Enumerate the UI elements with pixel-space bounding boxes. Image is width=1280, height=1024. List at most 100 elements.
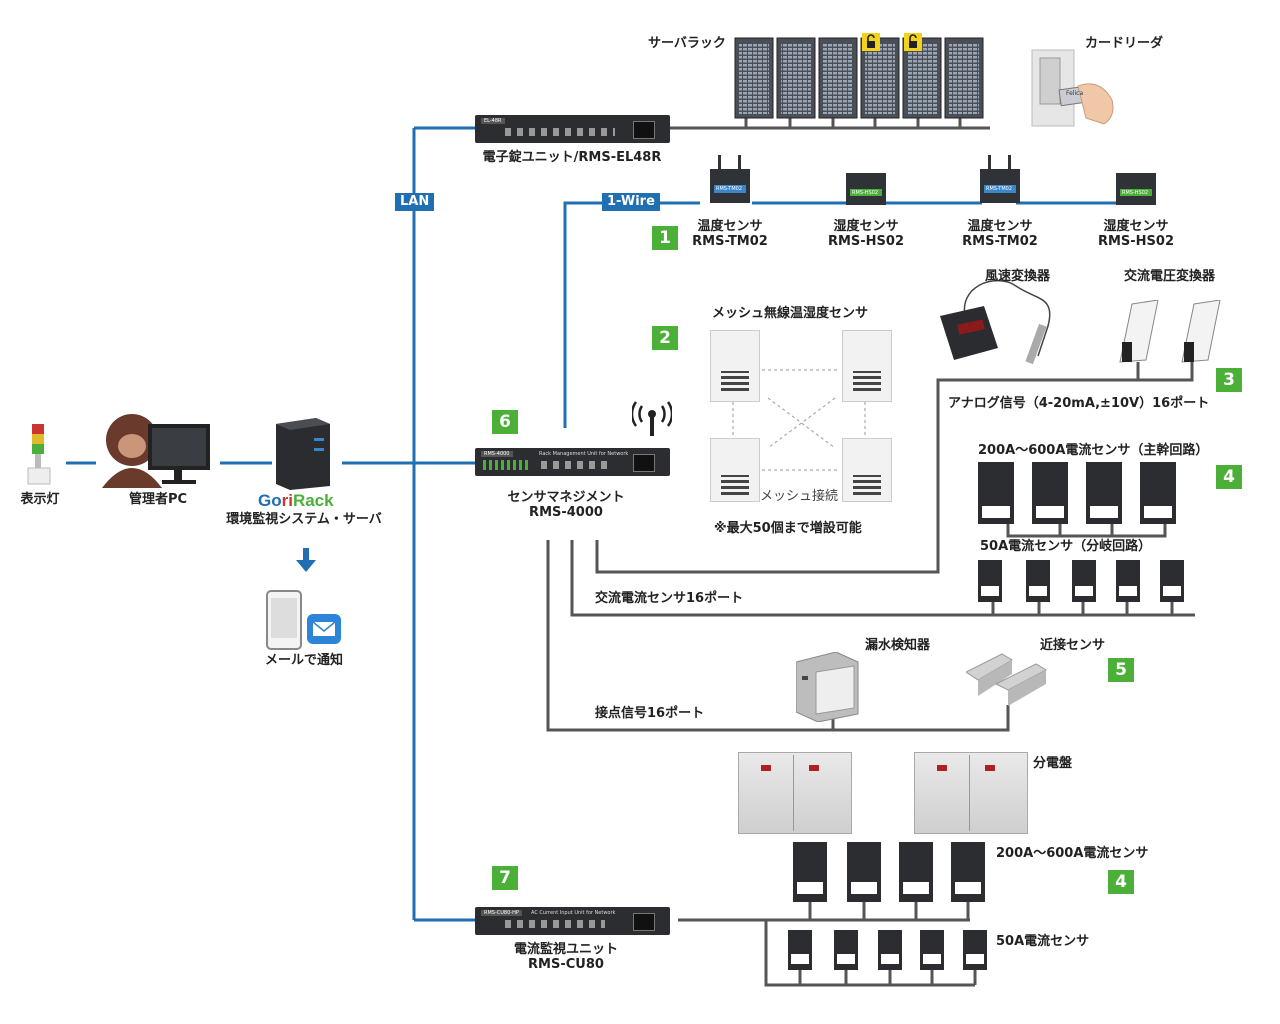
- wind-converter-label: 風速変換器: [985, 269, 1051, 284]
- server-rack-label: サーバラック: [648, 36, 726, 51]
- number-badge-7: 7: [492, 866, 518, 890]
- el48r-badge: EL-48R: [481, 118, 505, 124]
- tm02-text: RMS-TM02: [986, 186, 1013, 192]
- power-socket: [633, 121, 655, 139]
- number-badge-5: 5: [1108, 658, 1134, 682]
- temp-sensor-2-icon: RMS-TM02: [978, 155, 1022, 203]
- rms4000-badge: RMS-4000: [481, 451, 513, 457]
- ct-600-label: 200A～600A電流センサ: [996, 846, 1149, 861]
- proximity-label: 近接センサ: [1040, 638, 1106, 653]
- mesh-sensor-3-icon: [710, 438, 760, 502]
- lan-lines: [66, 126, 1118, 922]
- ac-voltage-converter-label: 交流電圧変換器: [1124, 269, 1216, 284]
- indicator-light-icon: [26, 424, 54, 492]
- logo-part3: Rack: [292, 491, 334, 510]
- panel-board-label: 分電盤: [1033, 756, 1073, 771]
- panel-board-2-icon: [914, 752, 1028, 834]
- ct-branch-row: [978, 560, 1186, 602]
- ct-main-row: [978, 462, 1178, 524]
- temp-sensor-2-model: RMS-TM02: [962, 234, 1038, 249]
- humid-sensor-1-icon: RMS-HS02: [846, 173, 886, 205]
- lock-unit-device: EL-48R: [475, 115, 670, 143]
- hs02-text: RMS-HS02: [1122, 190, 1149, 196]
- card-reader-icon: Felica: [1028, 40, 1120, 132]
- mesh-max-label: ※最大50個まで増設可能: [714, 521, 862, 536]
- water-leak-icon: [795, 651, 862, 726]
- rms4000-device: RMS-4000 Rack Management Unit for Networ…: [475, 448, 670, 476]
- number-badge-4b: 4: [1108, 870, 1134, 894]
- lan-tag: LAN: [395, 193, 435, 211]
- ac-current-ports-label: 交流電流センサ16ポート: [595, 591, 744, 606]
- rms4000-model: RMS-4000: [529, 505, 603, 520]
- lock-icon: [862, 33, 880, 55]
- temp-sensor-1-icon: RMS-TM02: [708, 155, 752, 203]
- temp-sensor-1-name: 温度センサ: [697, 219, 763, 234]
- number-badge-1: 1: [652, 226, 678, 250]
- server-rack-icon: [734, 37, 984, 119]
- vent: [721, 475, 749, 495]
- rms4000-name: センサマネジメント: [507, 490, 625, 505]
- server-icon: [276, 418, 332, 494]
- tm02-text: RMS-TM02: [716, 186, 743, 192]
- ct-branch-label: 50A電流センサ（分岐回路）: [980, 539, 1152, 554]
- cu80-title: AC Current Input Unit for Network: [531, 910, 616, 916]
- humid-sensor-1-name: 湿度センサ: [833, 219, 899, 234]
- analog-signal-label: アナログ信号（4-20mA,±10V）16ポート: [948, 396, 1210, 411]
- number-badge-6: 6: [492, 410, 518, 434]
- humid-sensor-1-model: RMS-HS02: [827, 234, 905, 249]
- temp-sensor-1-model: RMS-TM02: [692, 234, 768, 249]
- ct-main-label: 200A～600A電流センサ（主幹回路）: [978, 443, 1209, 458]
- mesh-sensor-1-icon: [710, 330, 760, 402]
- admin-pc-label: 管理者PC: [128, 492, 188, 507]
- wind-converter-icon: [936, 276, 1061, 376]
- ct-600-row: [793, 842, 988, 902]
- mail-icon: [307, 614, 341, 648]
- cu80-device: RMS-CU80-HP AC Current Input Unit for Ne…: [475, 907, 670, 935]
- rms4000-title: Rack Management Unit for Network: [539, 451, 629, 457]
- logo-part1: Go: [258, 491, 282, 510]
- ac-voltage-converter-1-icon: [1118, 299, 1160, 368]
- vent: [853, 475, 881, 495]
- number-badge-4a: 4: [1216, 465, 1242, 489]
- ac-voltage-converter-2-icon: [1180, 299, 1222, 368]
- signal-lines: [546, 118, 1195, 987]
- mesh-connection-label: メッシュ接続: [760, 489, 839, 504]
- panel-board-1-icon: [738, 752, 852, 834]
- logo-part2: ri: [281, 491, 293, 510]
- indicator-label: 表示灯: [20, 492, 60, 507]
- server-racks: [733, 36, 988, 120]
- mesh-sensor-label: メッシュ無線温湿度センサ: [712, 306, 869, 321]
- port-row: [541, 461, 611, 469]
- ct-50-row: [788, 930, 988, 970]
- smartphone-icon: [266, 590, 302, 650]
- contact-ports-label: 接点信号16ポート: [595, 706, 705, 721]
- lock-unit-label: 電子錠ユニット/RMS-EL48R: [482, 150, 662, 165]
- port-row: [505, 920, 605, 928]
- cu80-name: 電流監視ユニット: [513, 942, 619, 957]
- logo: GoriRack: [258, 491, 334, 511]
- proximity-sensor-icon: [965, 644, 1052, 712]
- lock-icon: [904, 33, 922, 55]
- hs02-text: RMS-HS02: [852, 190, 879, 196]
- ct-50-label: 50A電流センサ: [996, 934, 1090, 949]
- antenna-icon: [630, 400, 674, 444]
- humid-sensor-2-model: RMS-HS02: [1097, 234, 1175, 249]
- one-wire-tag: 1-Wire: [602, 193, 660, 211]
- cu80-badge: RMS-CU80-HP: [481, 910, 522, 916]
- server-label: 環境監視システム・サーバ: [226, 512, 382, 527]
- vent: [853, 371, 881, 391]
- humid-sensor-2-name: 湿度センサ: [1103, 219, 1169, 234]
- port-row: [505, 128, 615, 136]
- power-socket: [633, 454, 655, 472]
- cu80-model: RMS-CU80: [528, 957, 604, 972]
- temp-sensor-2-name: 温度センサ: [967, 219, 1033, 234]
- power-socket: [633, 913, 655, 931]
- number-badge-2: 2: [652, 326, 678, 350]
